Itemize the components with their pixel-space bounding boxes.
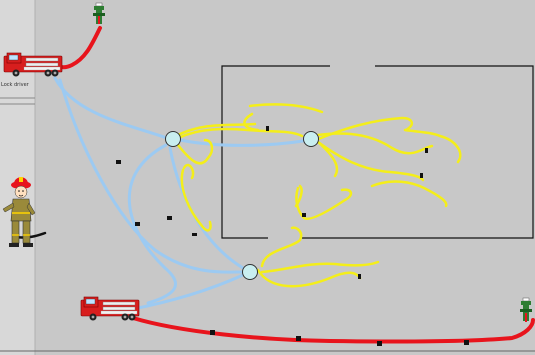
engine-caption: Lock driver [1, 82, 30, 88]
coupling [296, 336, 301, 341]
gated-wye-icon[interactable] [242, 264, 258, 280]
coupling [377, 341, 382, 346]
attack-hose-3[interactable] [128, 143, 177, 305]
fire-engine-icon[interactable] [3, 52, 63, 77]
fire-hydrant-icon[interactable] [520, 297, 532, 322]
gated-wye-icon[interactable] [165, 131, 181, 147]
coupling [167, 216, 172, 220]
coupling [420, 173, 423, 178]
handlines [176, 103, 462, 288]
coupling [425, 148, 428, 153]
coupling [358, 274, 361, 279]
attack-hose-5[interactable] [178, 138, 305, 147]
coupling [210, 330, 215, 335]
coupling [302, 213, 306, 217]
firefighter-icon[interactable] [2, 177, 47, 247]
coupling [266, 126, 269, 131]
attack-hose-2[interactable] [58, 78, 245, 274]
coupling [116, 160, 121, 164]
fire-hydrant-icon[interactable] [93, 2, 105, 24]
gated-wye-icon[interactable] [303, 131, 319, 147]
coupling [464, 340, 469, 345]
coupling [135, 222, 140, 226]
attack-hose-4[interactable] [126, 273, 245, 312]
supply-hose-bottom[interactable] [131, 316, 535, 344]
building-outline [221, 65, 534, 239]
coupling [192, 233, 197, 236]
couplings [116, 126, 469, 346]
wyes [165, 131, 319, 280]
fire-engine-icon[interactable] [80, 296, 140, 321]
